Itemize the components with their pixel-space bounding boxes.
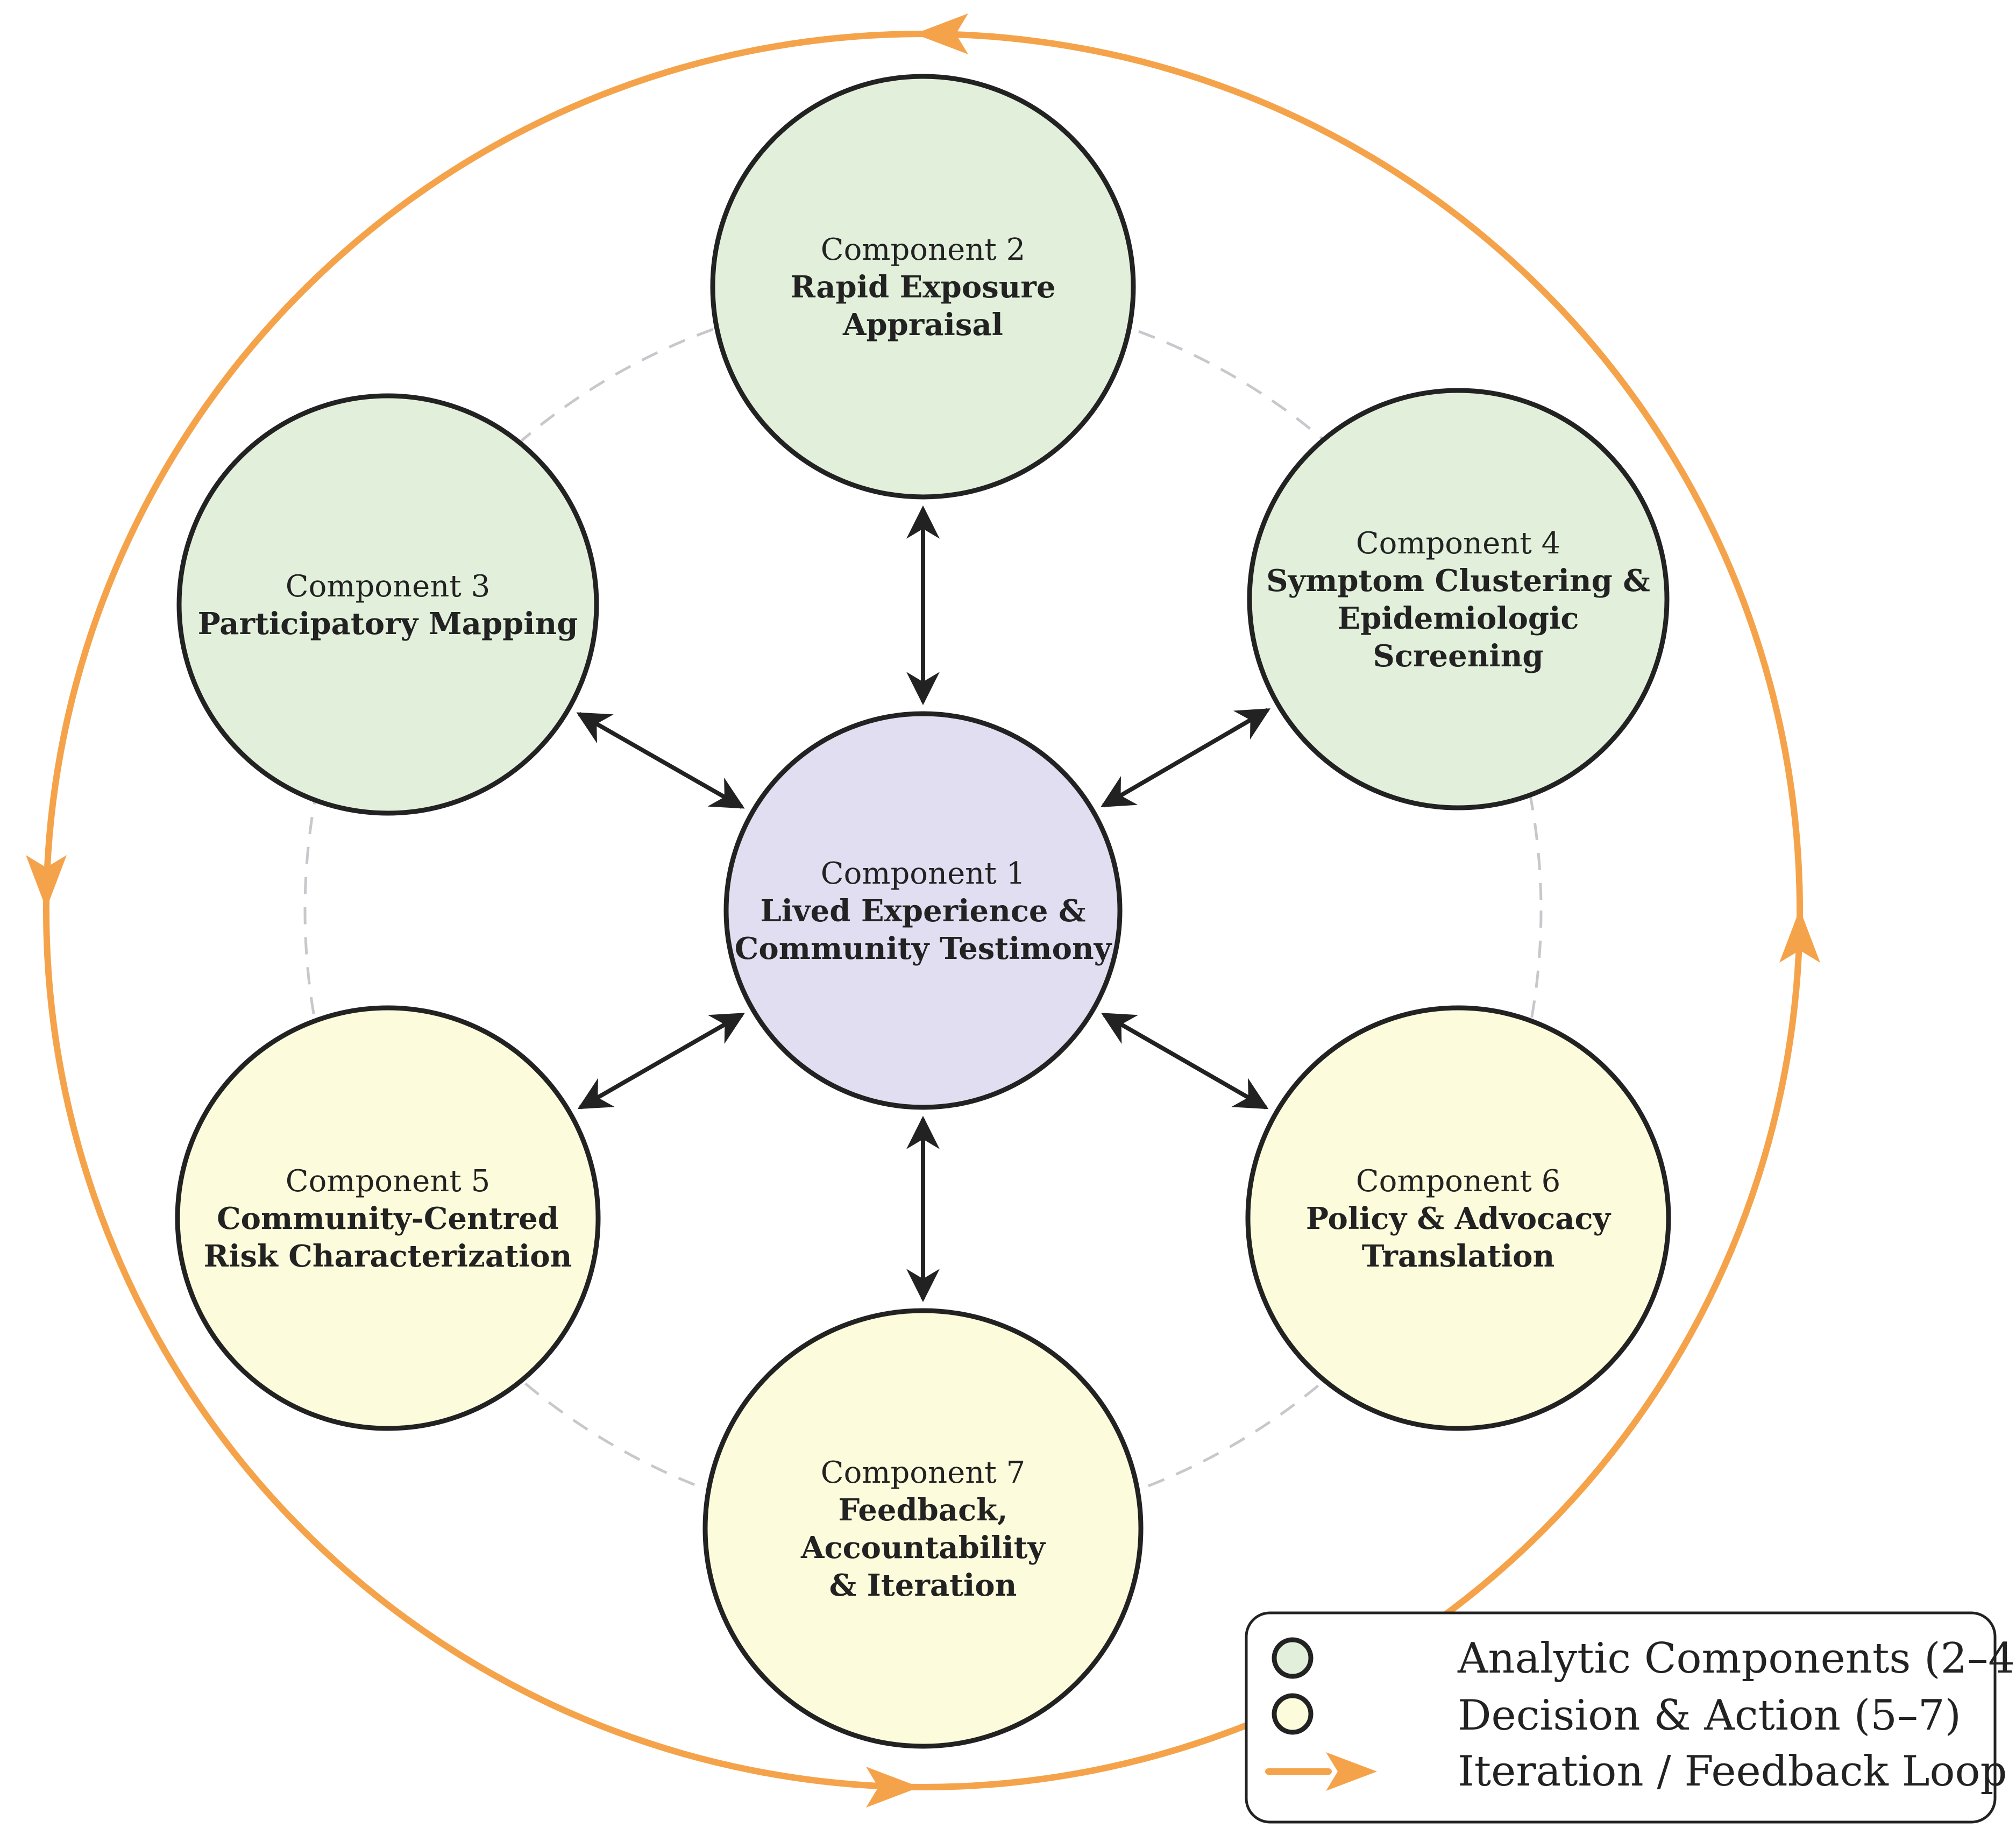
feedback-loop [26,13,1820,1808]
component-number: Component 7 [821,1455,1025,1490]
component-circle-c1 [723,711,1123,1110]
component-number: Component 1 [821,856,1025,891]
component-number: Component 6 [1356,1164,1560,1199]
link-c1-c3 [576,712,745,809]
component-title-line: Accountability [800,1530,1046,1566]
component-circle-c2 [710,74,1136,500]
component-links [576,505,1270,1303]
legend-box [1245,1611,1997,1824]
legend-loop-arrowhead [1326,1752,1377,1791]
component-title-line: & Iteration [829,1568,1017,1603]
component-number: Component 2 [821,232,1025,267]
legend-decision-swatch [1272,1693,1314,1735]
component-title-line: Appraisal [842,307,1003,343]
component-number: Component 4 [1356,526,1560,561]
link-c1-c6 [1101,1012,1269,1109]
component-title-line: Symptom Clustering & [1266,563,1650,599]
legend: Analytic Components (2–4) Decision & Act… [1245,1611,2016,1824]
component-circle-c6 [1245,1005,1671,1431]
legend-analytic-label: Analytic Components (2–4) [1457,1634,2016,1683]
link-c1-c4 [1100,708,1270,808]
loop-arrow-right [1779,909,1820,963]
link-c1-c5 [577,1012,745,1109]
loop-arrow-bottom [866,1767,920,1808]
component-circle-c4 [1247,388,1670,810]
component-title-line: Community-Centred [217,1201,559,1236]
component-title-line: Screening [1373,638,1543,674]
component-number: Component 5 [286,1164,490,1199]
loop-arrow-top [914,13,968,54]
component-title-line: Lived Experience & [760,893,1085,929]
component-title-line: Feedback, [839,1492,1008,1528]
legend-decision-label: Decision & Action (5–7) [1458,1691,1961,1740]
component-circle-c5 [175,1005,601,1431]
component-circle-c7 [702,1308,1144,1749]
component-title-line: Policy & Advocacy [1306,1201,1612,1236]
component-circle-c3 [176,393,599,816]
component-title-line: Rapid Exposure [790,269,1055,305]
component-title-line: Participatory Mapping [198,606,578,642]
legend-analytic-swatch [1272,1637,1314,1679]
component-title-line: Risk Characterization [204,1239,572,1274]
component-title-line: Epidemiologic [1338,601,1579,636]
legend-loop-label: Iteration / Feedback Loop [1458,1747,2007,1796]
component-number: Component 3 [286,569,490,604]
component-title-line: Translation [1362,1239,1554,1274]
loop-arrow-left [26,855,67,909]
component-title-line: Community Testimony [735,931,1112,966]
